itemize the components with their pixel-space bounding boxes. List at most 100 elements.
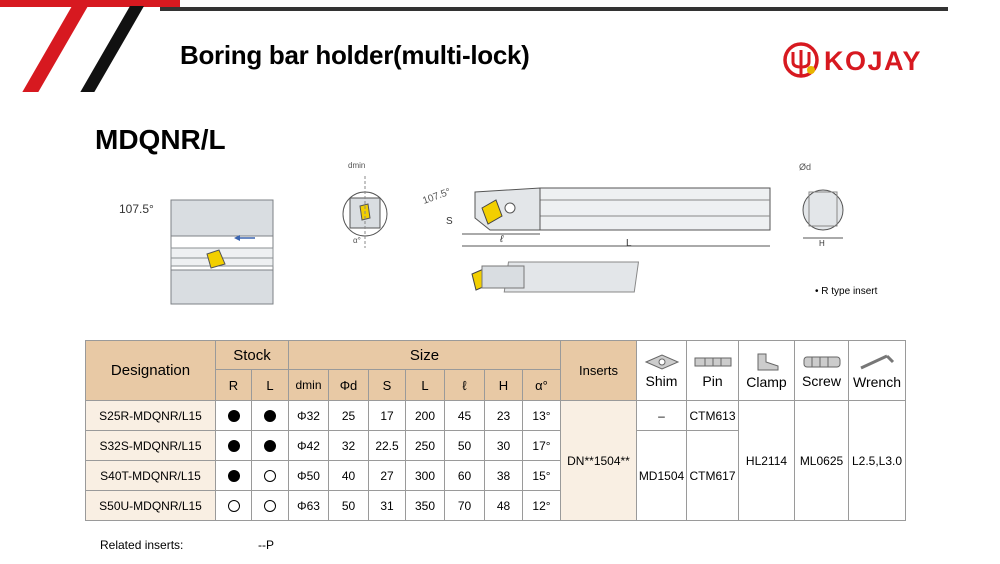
dmin-cell: Φ42 — [288, 430, 329, 461]
screw-header: Screw — [794, 340, 849, 401]
inserts-header: Inserts — [560, 340, 637, 401]
wrench-header: Wrench — [848, 340, 906, 401]
cross-section-drawing: Ød H — [799, 162, 844, 248]
l-dim-label: ℓ — [499, 234, 504, 245]
r-type-note: • R type insert — [815, 286, 878, 297]
stock-r-cell — [215, 400, 252, 431]
pin-header: Pin — [686, 340, 739, 401]
screw-cell: ML0625 — [794, 400, 849, 521]
spec-table: Designation Stock Size Inserts Shim Pin … — [85, 339, 906, 521]
d-cell: 32 — [328, 430, 369, 461]
main-angle-label: 107.5° — [421, 187, 452, 207]
wrench-cell: L2.5,L3.0 — [848, 400, 906, 521]
stock-open-icon — [264, 500, 276, 513]
d-cell: 40 — [328, 460, 369, 491]
d-cell: 25 — [328, 400, 369, 431]
alpha-cell: 15° — [522, 460, 561, 491]
size-h-header: H — [484, 369, 523, 401]
l-cell: 50 — [444, 430, 485, 461]
stock-l-cell — [251, 400, 289, 431]
screw-icon — [803, 356, 840, 367]
pin-cell: CTM613 — [686, 400, 739, 431]
L-dim-label: L — [626, 238, 632, 249]
header-red-slash — [22, 6, 88, 92]
model-heading: MDQNR/L — [95, 124, 226, 155]
designation-header: Designation — [85, 340, 216, 401]
l-cell: 60 — [444, 460, 485, 491]
s-cell: 17 — [368, 400, 406, 431]
pin-cell: CTM617 — [686, 430, 739, 521]
alpha-cell: 13° — [522, 400, 561, 431]
page-title: Boring bar holder(multi-lock) — [180, 40, 530, 70]
brand-name: KOJAY — [824, 46, 923, 76]
stock-header: Stock — [215, 339, 289, 371]
stock-l-cell — [251, 430, 289, 461]
L-cell: 200 — [405, 400, 445, 431]
stock-r-cell — [215, 490, 252, 521]
h-cell: 48 — [484, 490, 523, 521]
pin-icon — [694, 357, 731, 366]
stock-filled-icon — [227, 410, 240, 423]
stock-l-header: L — [251, 369, 289, 401]
shim-cell: MD1504 — [636, 430, 687, 521]
size-d-header: Φd — [328, 369, 369, 401]
stock-filled-icon — [227, 470, 240, 483]
s-dim-label: S — [446, 216, 453, 227]
designation-cell: S40T-MDQNR/L15 — [85, 460, 216, 491]
brand-logo: KOJAY — [782, 40, 947, 80]
dmin-cell: Φ50 — [288, 460, 329, 491]
size-L-header: L — [405, 369, 445, 401]
designation-cell: S25R-MDQNR/L15 — [85, 400, 216, 431]
h-cell: 38 — [484, 460, 523, 491]
boring-bar-side-view: 107.5° S ℓ L — [421, 187, 771, 293]
size-l-header: ℓ — [444, 369, 485, 401]
L-cell: 250 — [405, 430, 445, 461]
stock-r-cell — [215, 460, 252, 491]
left-angle-label: 107.5° — [119, 202, 154, 216]
shim-cell: – — [636, 400, 687, 431]
insert-cell: DN**1504** — [560, 400, 637, 521]
stock-filled-icon — [264, 410, 276, 423]
stock-open-icon — [227, 500, 240, 513]
od-label: Ød — [799, 162, 811, 172]
table-row: S40T-MDQNR/L15 Φ50 40 27 300 60 38 15° — [85, 460, 906, 491]
stock-r-header: R — [215, 369, 252, 401]
shim-header: Shim — [636, 340, 687, 401]
stock-l-cell — [251, 460, 289, 491]
table-row: S25R-MDQNR/L15 Φ32 25 17 200 45 23 13° D… — [85, 400, 906, 521]
l-cell: 70 — [444, 490, 485, 521]
header-red-bar — [0, 0, 180, 7]
clamp-cell: HL2114 — [738, 400, 795, 521]
alpha-cell: 17° — [522, 430, 561, 461]
shim-icon — [644, 353, 679, 370]
size-s-header: S — [368, 369, 406, 401]
alpha-label: α° — [353, 236, 361, 245]
table-row: S50U-MDQNR/L15 Φ63 50 31 350 70 48 12° — [85, 490, 906, 521]
header-rule — [160, 7, 948, 11]
h-label: H — [819, 239, 825, 248]
stock-open-icon — [264, 470, 276, 483]
d-cell: 50 — [328, 490, 369, 521]
alpha-cell: 12° — [522, 490, 561, 521]
h-cell: 30 — [484, 430, 523, 461]
stock-filled-icon — [264, 440, 276, 453]
L-cell: 350 — [405, 490, 445, 521]
s-cell: 22.5 — [368, 430, 406, 461]
l-cell: 45 — [444, 400, 485, 431]
stock-l-cell — [251, 490, 289, 521]
stock-filled-icon — [227, 440, 240, 453]
L-cell: 300 — [405, 460, 445, 491]
size-header: Size — [288, 339, 561, 371]
s-cell: 27 — [368, 460, 406, 491]
clamp-icon — [757, 353, 778, 370]
header-dark-slash — [80, 6, 144, 92]
clamp-header: Clamp — [738, 340, 795, 401]
dmin-label: dmin — [348, 161, 365, 170]
related-inserts-label: Related inserts: — [100, 538, 184, 552]
wrench-icon — [860, 354, 895, 369]
size-dmin-header: dmin — [288, 369, 329, 401]
bore-section-drawing: 107.5° — [119, 199, 274, 305]
s-cell: 31 — [368, 490, 406, 521]
end-view-drawing: dmin α° — [342, 161, 388, 248]
dmin-cell: Φ63 — [288, 490, 329, 521]
